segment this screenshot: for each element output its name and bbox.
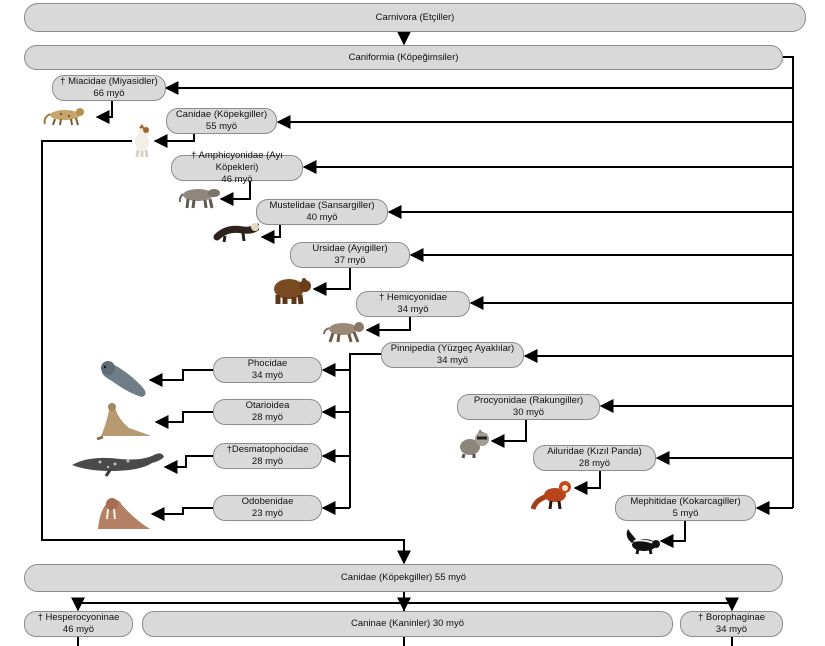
node-age: 30 myö	[512, 407, 545, 418]
bear-icon	[274, 278, 311, 305]
node-age: 28 myö	[251, 456, 284, 467]
node-name: Canidae (Köpekgiller)	[175, 109, 268, 120]
node-name: Caninae (Kaninler) 30 myö	[350, 618, 464, 629]
node-desmatophocidae: †Desmatophocidae 28 myö	[213, 443, 322, 469]
node-age: 34 myö	[397, 304, 429, 315]
node-age: 28 myö	[578, 458, 611, 469]
node-borophaginae: † Borophaginae 34 myö	[680, 611, 783, 637]
node-age: 34 myö	[436, 355, 469, 366]
node-age: 37 myö	[334, 255, 366, 266]
node-name: Mustelidae (Sansargiller)	[269, 200, 375, 211]
node-amphicyonidae: † Amphicyonidae (Ayı Köpekleri) 46 myö	[171, 150, 303, 185]
node-name: Canidae (Köpekgiller) 55 myö	[340, 572, 467, 583]
spotted-seal-icon	[72, 453, 164, 477]
hemicyonid-icon	[323, 322, 364, 343]
dog-icon	[135, 124, 150, 158]
cat-like-icon	[43, 108, 84, 126]
node-name: Mephitidae (Kokarcagiller)	[630, 496, 741, 507]
node-miacidae: † Miacidae (Miyasidler) 66 myö	[52, 75, 166, 101]
node-mephitidae: Mephitidae (Kokarcagiller) 5 myö	[615, 495, 756, 521]
node-mustelidae: Mustelidae (Sansargiller) 40 myö	[256, 199, 388, 225]
node-name: Carnivora (Etçiller)	[375, 11, 455, 23]
node-otarioidea: Otarioidea 28 myö	[213, 399, 322, 425]
walrus-icon	[98, 498, 150, 529]
ferret-icon	[213, 223, 259, 243]
node-hemicyonidae: † Hemicyonidae 34 myö	[356, 291, 470, 317]
node-name: † Borophaginae	[697, 612, 766, 623]
node-name: Ursidae (Ayıgiller)	[312, 243, 388, 254]
node-name: Phocidae	[247, 358, 288, 369]
node-pinnipedia: Pinnipedia (Yüzgeç Ayaklılar) 34 myö	[381, 342, 524, 368]
node-age: 5 myö	[672, 508, 699, 519]
sea-lion-icon	[96, 403, 151, 440]
node-age: 55 myö	[205, 121, 238, 132]
node-age: 66 myö	[93, 88, 125, 99]
node-name: Caniformia (Köpeğimsiler)	[348, 51, 459, 63]
node-name: † Hesperocyoninae	[37, 612, 120, 623]
node-procyonidae: Procyonidae (Rakungiller) 30 myö	[457, 394, 600, 420]
node-name: †Desmatophocidae	[226, 444, 309, 455]
node-name: † Amphicyonidae (Ayı Köpekleri)	[191, 150, 283, 173]
node-hesperocyoninae: † Hesperocyoninae 46 myö	[24, 611, 133, 637]
node-age: 46 myö	[62, 624, 95, 635]
node-odobenidae: Odobenidae 23 myö	[213, 495, 322, 521]
node-age: 40 myö	[306, 212, 338, 223]
node-ailuridae: Ailuridae (Kızıl Panda) 28 myö	[533, 445, 656, 471]
node-age: 28 myö	[251, 412, 284, 423]
node-caniformia: Caniformia (Köpeğimsiler)	[24, 45, 783, 70]
node-caninae: Caninae (Kaninler) 30 myö	[142, 611, 673, 637]
node-ursidae: Ursidae (Ayıgiller) 37 myö	[290, 242, 410, 268]
node-name: Procyonidae (Rakungiller)	[473, 395, 584, 406]
node-name: † Miacidae (Miyasidler)	[60, 76, 158, 87]
red-panda-icon	[531, 481, 571, 510]
node-name: † Hemicyonidae	[378, 292, 448, 303]
node-age: 34 myö	[251, 370, 284, 381]
raccoon-icon	[460, 429, 489, 459]
node-carnivora: Carnivora (Etçiller)	[24, 3, 806, 32]
node-name: Ailuridae (Kızıl Panda)	[547, 446, 642, 457]
node-age: 23 myö	[251, 508, 284, 519]
bear-dog-icon	[178, 189, 220, 209]
seal-icon	[101, 361, 146, 397]
node-phocidae: Phocidae 34 myö	[213, 357, 322, 383]
skunk-icon	[626, 529, 660, 555]
node-name: Otarioidea	[245, 400, 290, 411]
node-age: 34 myö	[715, 624, 748, 635]
node-name: Pinnipedia (Yüzgeç Ayaklılar)	[390, 343, 515, 354]
node-canidae-panel: Canidae (Köpekgiller) 55 myö	[24, 564, 783, 592]
node-name: Odobenidae	[241, 496, 294, 507]
node-canidae: Canidae (Köpekgiller) 55 myö	[166, 108, 277, 134]
node-age: 46 myö	[221, 174, 253, 185]
